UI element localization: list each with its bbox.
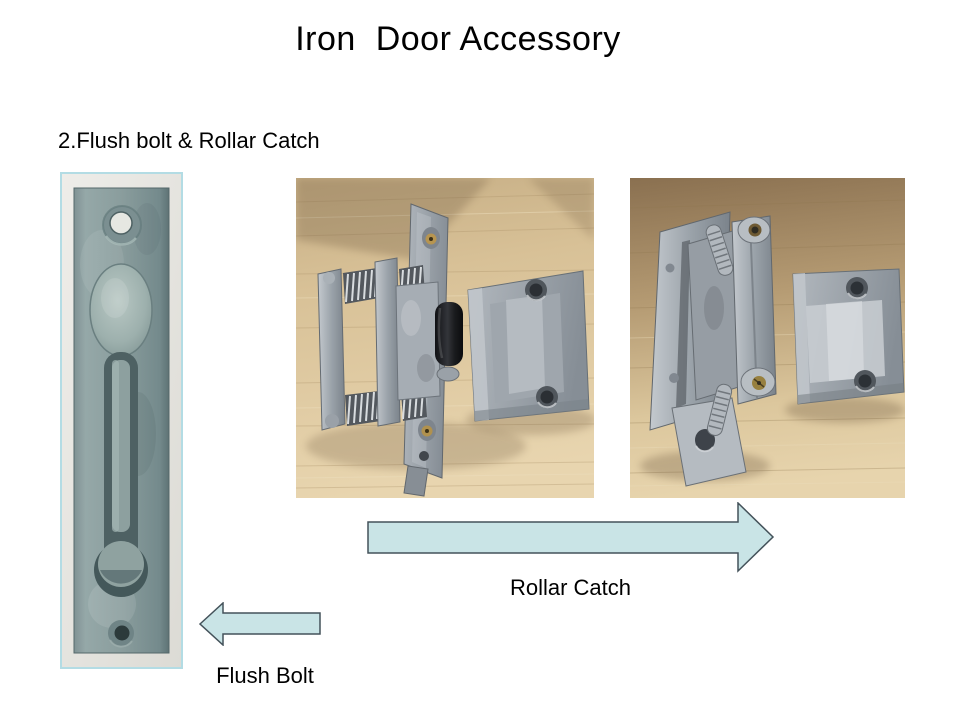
rollar-catch-front-illustration [296,178,594,498]
right-block-arrow-shape [367,502,775,573]
rollar-catch-label: Rollar Catch [509,575,632,600]
right-block-arrow-icon [367,502,775,573]
flush-bolt-photo-illustration [62,174,181,667]
rollar-catch-photo-back [630,178,905,498]
left-block-arrow-icon [199,602,321,646]
section-heading: 2.Flush bolt & Rollar Catch [58,128,320,153]
flush-bolt-photo [60,172,183,669]
rollar-catch-back-illustration [630,178,905,498]
left-block-arrow-shape [199,602,321,646]
page-title: Iron Door Accessory [295,20,621,58]
rollar-catch-photo-front [296,178,594,498]
flush-bolt-label: Flush Bolt [216,663,314,688]
